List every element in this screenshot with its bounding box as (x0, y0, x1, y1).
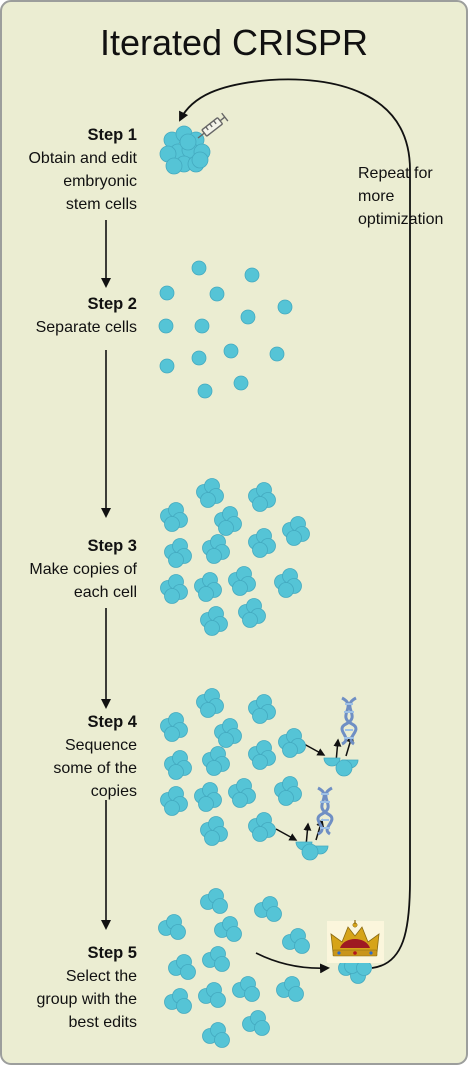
cell (164, 588, 180, 604)
cell (286, 530, 302, 546)
cell (204, 620, 220, 636)
cell (164, 516, 180, 532)
cell (252, 542, 268, 558)
cell (242, 612, 258, 628)
cell (198, 796, 214, 812)
step-5-title: Step 5 (87, 944, 137, 962)
cell (194, 318, 210, 334)
cell (277, 299, 293, 315)
cell (266, 906, 282, 922)
cell (335, 759, 353, 777)
syringe-icon (197, 112, 229, 139)
cell (278, 790, 294, 806)
cell (209, 286, 225, 302)
step-3-title: Step 3 (87, 537, 137, 555)
cell (226, 926, 242, 942)
step-2-title: Step 2 (87, 295, 137, 313)
cell (244, 267, 260, 283)
dna-icon (340, 696, 358, 746)
step-5-description: Select the group with the best edits (36, 968, 137, 1031)
cell (159, 358, 175, 374)
sequenced-cells (295, 757, 359, 861)
seq-arrow (275, 828, 298, 841)
cell (204, 830, 220, 846)
cell (176, 998, 192, 1014)
cell (191, 151, 209, 169)
cell (210, 992, 226, 1008)
cell (165, 157, 183, 175)
cell (278, 582, 294, 598)
step-1-title: Step 1 (87, 126, 137, 144)
cell (252, 708, 268, 724)
cell (232, 792, 248, 808)
cell (269, 346, 285, 362)
cell-layer (158, 125, 372, 1048)
cell (197, 383, 213, 399)
seq-arrow (303, 743, 326, 756)
cell (206, 548, 222, 564)
cell (168, 552, 184, 568)
repeat-label: Repeat for more optimization (358, 165, 444, 228)
cell (200, 492, 216, 508)
cell (206, 760, 222, 776)
cell (252, 496, 268, 512)
cell (158, 318, 174, 334)
cell (252, 754, 268, 770)
cell (170, 924, 186, 940)
cell (223, 343, 239, 359)
step-2-description: Separate cells (35, 319, 137, 336)
cell (282, 742, 298, 758)
cell (212, 898, 228, 914)
cell (252, 826, 268, 842)
cell (301, 843, 319, 861)
cell (214, 1032, 230, 1048)
cell (233, 375, 249, 391)
cell (232, 580, 248, 596)
cell (254, 1020, 270, 1036)
cell (244, 986, 260, 1002)
cell (200, 702, 216, 718)
cell (168, 764, 184, 780)
crown-icon (327, 920, 384, 963)
cell (179, 133, 197, 151)
cell (288, 986, 304, 1002)
cell (218, 732, 234, 748)
step-4-title: Step 4 (87, 713, 137, 731)
cell (191, 260, 207, 276)
cell (214, 956, 230, 972)
select-arrow (255, 952, 330, 974)
cell (164, 726, 180, 742)
cell (240, 309, 256, 325)
cell (164, 800, 180, 816)
cell (180, 964, 196, 980)
cell (198, 586, 214, 602)
step-4-description: Sequence some of the copies (53, 737, 137, 800)
step-1-description: Obtain and edit embryonic stem cells (28, 150, 137, 213)
cell (218, 520, 234, 536)
cell (294, 938, 310, 954)
step-3-description: Make copies of each cell (29, 561, 137, 601)
page-title: Iterated CRISPR (99, 22, 369, 63)
dna-icon (316, 786, 334, 836)
cell (159, 285, 175, 301)
repeat-loop-arrow (179, 78, 411, 969)
half-cell (323, 757, 341, 767)
cell (191, 350, 207, 366)
